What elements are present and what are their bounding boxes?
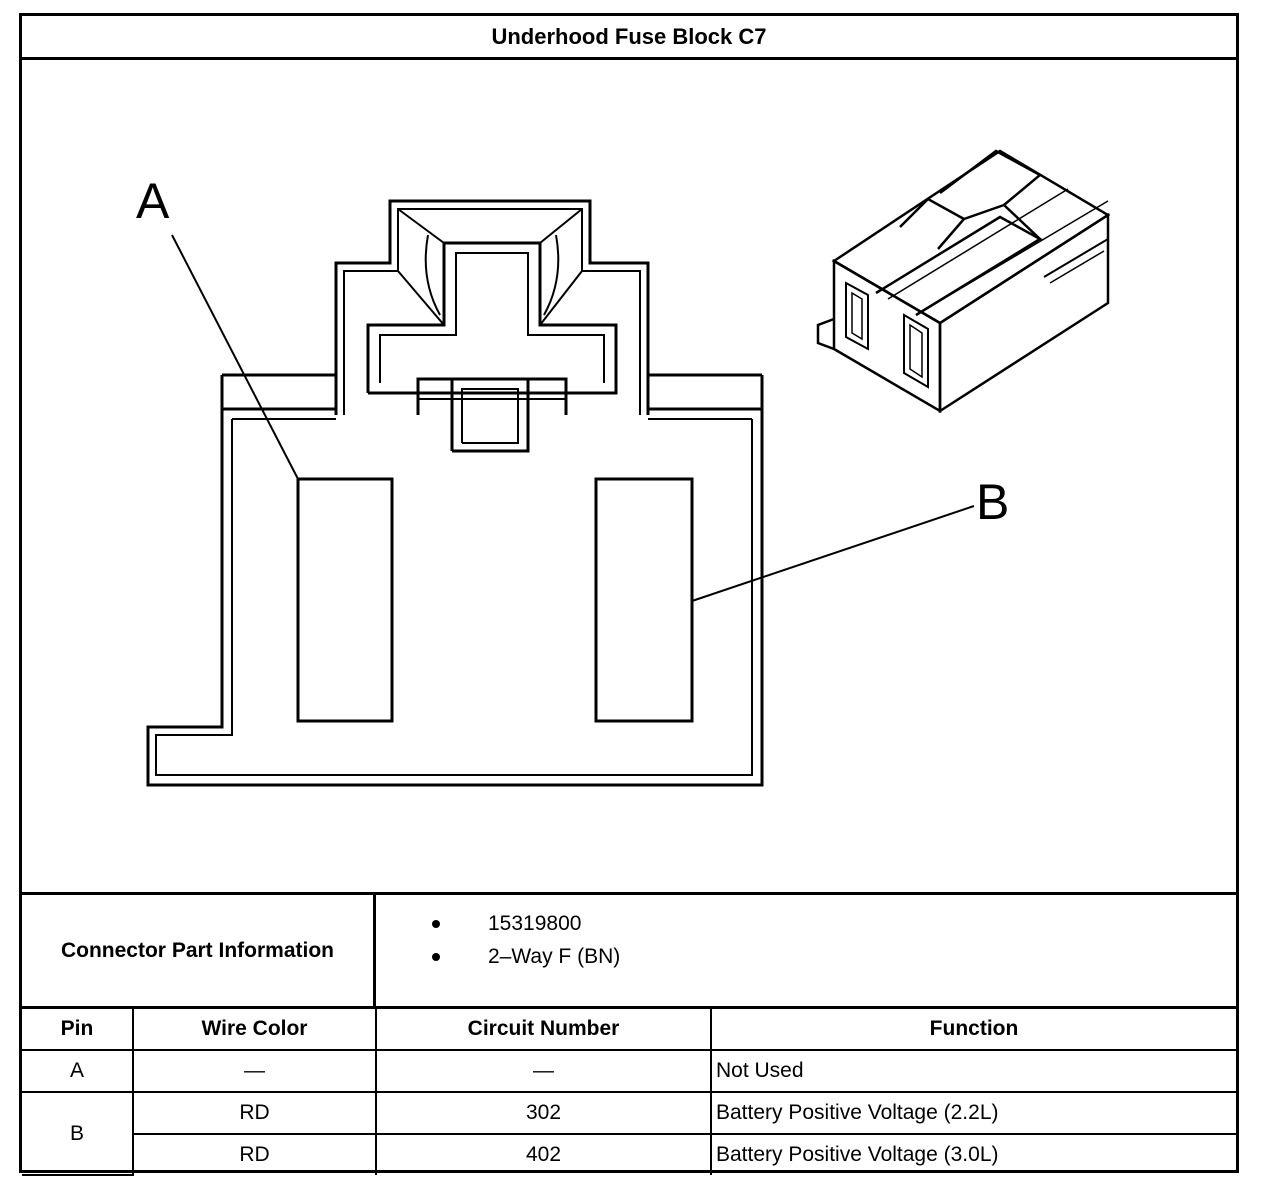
connector-description: 2–Way F (BN) [488, 944, 621, 968]
table-header-row: Pin Wire Color Circuit Number Function [22, 1009, 1236, 1051]
page-title: Underhood Fuse Block C7 [22, 16, 1236, 60]
cavity-a [296, 477, 394, 723]
callout-label-a: A [136, 173, 170, 229]
callout-label-b: B [976, 474, 1009, 530]
leader-line-b [691, 505, 975, 602]
function-cell: Battery Positive Voltage (2.2L) [710, 1091, 1236, 1135]
column-header-function: Function [710, 1009, 1236, 1051]
table-row: A — — Not Used [22, 1049, 1236, 1093]
column-header-circuit-number: Circuit Number [375, 1009, 712, 1051]
table-row: RD 402 Battery Positive Voltage (3.0L) [22, 1133, 1236, 1175]
bullet-icon [432, 919, 440, 928]
wire-color-cell: RD [132, 1091, 377, 1135]
column-header-pin: Pin [22, 1009, 134, 1051]
circuit-number-cell: 402 [375, 1133, 712, 1175]
connector-diagram: A B [136, 149, 1111, 787]
list-item: 2–Way F (BN) [376, 940, 1236, 973]
function-cell: Battery Positive Voltage (3.0L) [710, 1133, 1236, 1175]
table-row: B RD 302 Battery Positive Voltage (2.2L) [22, 1091, 1236, 1176]
connector-face-view [146, 199, 975, 787]
connector-sheet: Underhood Fuse Block C7 [19, 13, 1239, 1176]
leader-line-a [171, 234, 299, 480]
column-header-wire-color: Wire Color [132, 1009, 377, 1051]
wire-color-cell: RD [133, 1133, 377, 1175]
connector-part-info-label: Connector Part Information [22, 895, 376, 1006]
connector-part-info: Connector Part Information 15319800 2–Wa… [22, 892, 1236, 1009]
circuit-number-cell: 302 [375, 1091, 712, 1135]
wire-color-cell: — [132, 1049, 377, 1093]
bullet-icon [432, 952, 440, 961]
part-number: 15319800 [488, 911, 582, 935]
pinout-table: Pin Wire Color Circuit Number Function A… [22, 1009, 1236, 1176]
cavity-b [594, 477, 694, 723]
pin-cell: B [22, 1091, 134, 1176]
circuit-number-cell: — [375, 1049, 712, 1093]
pin-cell: A [22, 1049, 134, 1093]
function-cell: Not Used [710, 1049, 1236, 1093]
connector-drawing: A B [22, 60, 1236, 892]
list-item: 15319800 [376, 907, 1236, 940]
connector-part-info-list: 15319800 2–Way F (BN) [376, 895, 1236, 1006]
connector-isometric-view [816, 149, 1111, 414]
